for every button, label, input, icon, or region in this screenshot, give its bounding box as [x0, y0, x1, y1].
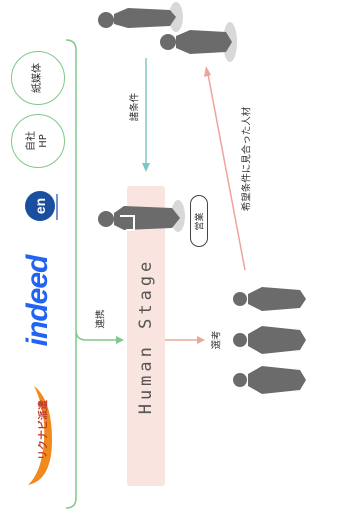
- conditions-label: 諸条件: [129, 92, 141, 122]
- matched-talent-label: 希望条件に見合った人材: [241, 106, 253, 212]
- company-hp-badge: 自社 HP: [11, 114, 65, 168]
- selection-label: 選考: [211, 330, 223, 350]
- sales-staff-person: [98, 200, 185, 232]
- paper-media-badge: 紙媒体: [11, 51, 65, 105]
- conditions-arrowhead: [142, 163, 150, 172]
- en-logo: en: [25, 191, 58, 221]
- human-stage-bar: [127, 186, 165, 486]
- client-person-1: [98, 2, 183, 32]
- rikunavi-logo: リクナビ派遣: [22, 380, 62, 490]
- selection-arrowhead: [197, 336, 205, 344]
- candidate-person-2: [233, 326, 306, 354]
- candidate-person-3: [233, 366, 306, 394]
- rikunavi-swoosh-icon: [28, 386, 52, 485]
- candidate-person-1: [233, 287, 306, 311]
- sales-pill: 営業: [190, 195, 208, 247]
- en-logo-text: en: [32, 198, 48, 214]
- matched-talent-arrow: [207, 73, 246, 271]
- matched-talent-arrowhead: [204, 66, 211, 77]
- sales-label: 営業: [195, 211, 206, 231]
- client-person-2: [160, 22, 237, 62]
